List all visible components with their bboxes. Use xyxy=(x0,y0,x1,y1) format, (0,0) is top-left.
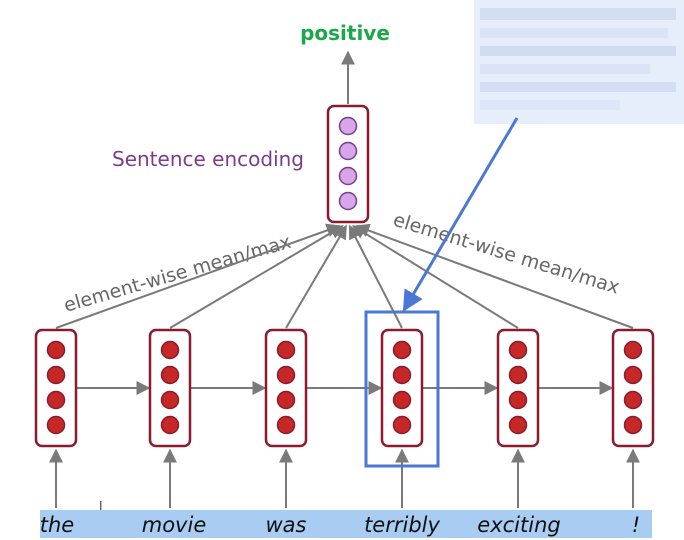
hidden-cell xyxy=(623,415,643,435)
encoding-cell xyxy=(338,166,358,186)
hidden-cell xyxy=(160,415,180,435)
input-word: terribly xyxy=(364,513,440,537)
hidden-cell xyxy=(623,390,643,410)
hidden-state-vector xyxy=(34,328,78,448)
input-words: the movie was terribly exciting! xyxy=(40,513,640,537)
hidden-state-box xyxy=(148,328,192,448)
word-band xyxy=(40,510,652,538)
hidden-cell xyxy=(276,390,296,410)
hidden-cell xyxy=(276,415,296,435)
hidden-cell xyxy=(276,340,296,360)
hidden-cell xyxy=(508,390,528,410)
hidden-cell xyxy=(392,340,412,360)
input-word: exciting xyxy=(477,513,560,537)
hidden-cell xyxy=(46,340,66,360)
text-cursor-icon: I xyxy=(99,499,103,513)
hidden-state-vector xyxy=(148,328,192,448)
hidden-cell xyxy=(46,390,66,410)
hidden-state-vector xyxy=(380,328,424,448)
highlight-pointer-arrow xyxy=(402,117,519,312)
hidden-state-vector xyxy=(611,328,655,448)
hidden-cell xyxy=(392,415,412,435)
hidden-cell xyxy=(508,415,528,435)
hidden-cell xyxy=(392,390,412,410)
pooling-arrow xyxy=(169,225,344,329)
hidden-state-vector xyxy=(496,328,540,448)
input-word: was xyxy=(266,513,307,537)
sentence-encoding-label: Sentence encoding xyxy=(112,147,304,171)
blurred-thumbnail xyxy=(474,0,684,124)
sentence-encoding-vector xyxy=(326,104,370,224)
pooling-arrow xyxy=(351,225,519,329)
hidden-state-box xyxy=(496,328,540,448)
highlight-box xyxy=(364,310,440,468)
encoding-cell xyxy=(338,141,358,161)
hidden-state-box xyxy=(611,328,655,448)
input-arrows xyxy=(49,448,640,508)
encoding-cell xyxy=(338,191,358,211)
hidden-state-box xyxy=(34,328,78,448)
hidden-state-box xyxy=(380,328,424,448)
input-word: ! xyxy=(632,513,640,537)
hidden-cell xyxy=(160,390,180,410)
hidden-cell xyxy=(508,340,528,360)
input-word: the xyxy=(40,513,74,537)
hidden-cell xyxy=(623,365,643,385)
pool-label-left: element-wise mean/max xyxy=(61,231,293,317)
hidden-state-vectors xyxy=(34,328,655,448)
hidden-cell xyxy=(623,340,643,360)
pool-label-right: element-wise mean/max xyxy=(391,209,622,299)
output-label: positive xyxy=(300,21,390,45)
input-word: movie xyxy=(142,513,207,537)
encoding-cell xyxy=(338,116,358,136)
hidden-cell xyxy=(46,415,66,435)
hidden-cell xyxy=(508,365,528,385)
pooling-arrow xyxy=(55,223,341,329)
hidden-state-vector xyxy=(264,328,308,448)
hidden-cell xyxy=(160,340,180,360)
hidden-cell xyxy=(392,365,412,385)
pooling-arrow xyxy=(355,223,634,329)
hidden-state-box xyxy=(264,328,308,448)
pooling-arrow xyxy=(285,224,348,329)
hidden-cell xyxy=(160,365,180,385)
hidden-cell xyxy=(276,365,296,385)
hidden-cell xyxy=(46,365,66,385)
